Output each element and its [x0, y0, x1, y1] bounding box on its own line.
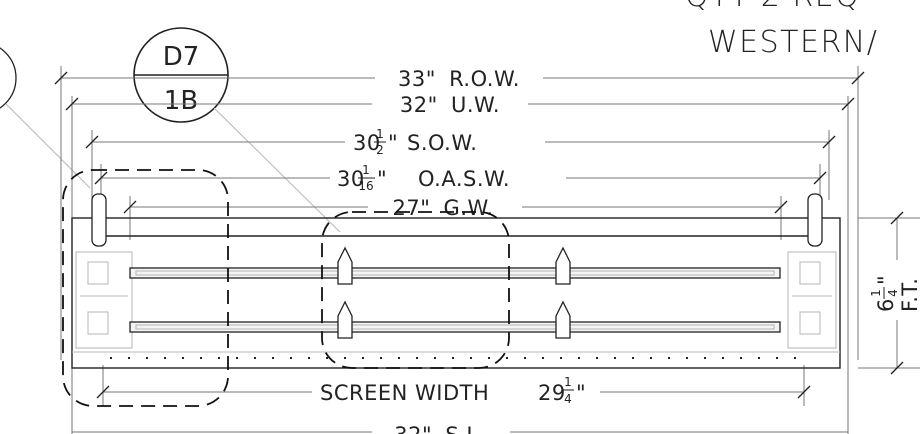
dim-row-label: R.O.W.: [449, 67, 520, 91]
dim-uw: 32" U.W.: [400, 93, 500, 117]
dim-height-num: 1: [869, 289, 883, 297]
dim-height-label: F.T.: [898, 278, 920, 312]
dim-sl: 32" S.L.: [394, 423, 485, 434]
dim-oasw-whole: 30: [337, 167, 365, 191]
dim-oasw-num: 1: [362, 163, 370, 177]
dim-sow-num: 1: [376, 127, 384, 141]
window-frame: [71, 193, 841, 369]
detail-callout-left: [62, 169, 229, 407]
dim-screen-whole: 29: [538, 381, 566, 405]
dim-screen-width: SCREEN WIDTH 29 1 4 ": [320, 375, 586, 406]
detail-tag: D7 1B: [133, 27, 341, 233]
dim-sow-den: 2: [376, 143, 384, 157]
dim-oasw-den: 16: [358, 179, 373, 193]
dim-height-den: 4: [886, 289, 900, 297]
dim-sl-value: 32": [394, 423, 432, 434]
dim-screen-num: 1: [564, 375, 572, 389]
dim-oasw: 30 1 16 " O.A.S.W.: [337, 163, 510, 193]
adjacent-detail-circle: [0, 47, 17, 109]
dim-oasw-label: O.A.S.W.: [418, 167, 510, 191]
extension-lines: [60, 66, 859, 434]
dimension-lines: [54, 71, 920, 433]
dim-uw-label: U.W.: [451, 93, 500, 117]
leader-line-left: [5, 103, 91, 189]
dim-height-whole: 6: [874, 298, 898, 312]
dim-sow: 30 1 2 " S.O.W.: [353, 127, 477, 157]
dim-screen-label: SCREEN WIDTH: [320, 381, 489, 405]
dim-sow-label: S.O.W.: [407, 131, 477, 155]
dim-row: 33" R.O.W.: [398, 67, 520, 91]
dim-screen-inch: ": [576, 381, 586, 405]
dim-sow-inch: ": [388, 131, 398, 155]
dim-height-inch: ": [874, 275, 898, 285]
dim-sl-label: S.L.: [445, 423, 485, 434]
dim-gw: 27" G.W.: [392, 196, 493, 220]
note-series: WESTERN/: [708, 25, 878, 60]
dim-screen-den: 4: [564, 392, 572, 406]
detail-callout-center: [321, 211, 510, 369]
dim-gw-value: 27": [392, 196, 430, 220]
dim-gw-label: G.W.: [444, 196, 494, 220]
dim-height: 6 1 4 " F.T.: [869, 275, 920, 312]
dim-row-value: 33": [398, 67, 436, 91]
detail-tag-top: D7: [163, 42, 200, 72]
dim-uw-value: 32": [400, 93, 438, 117]
note-qty: QTY 2 REQ: [685, 0, 860, 14]
detail-tag-bottom: 1B: [164, 86, 198, 116]
dim-oasw-inch: ": [377, 167, 387, 191]
dim-sow-whole: 30: [353, 131, 381, 155]
